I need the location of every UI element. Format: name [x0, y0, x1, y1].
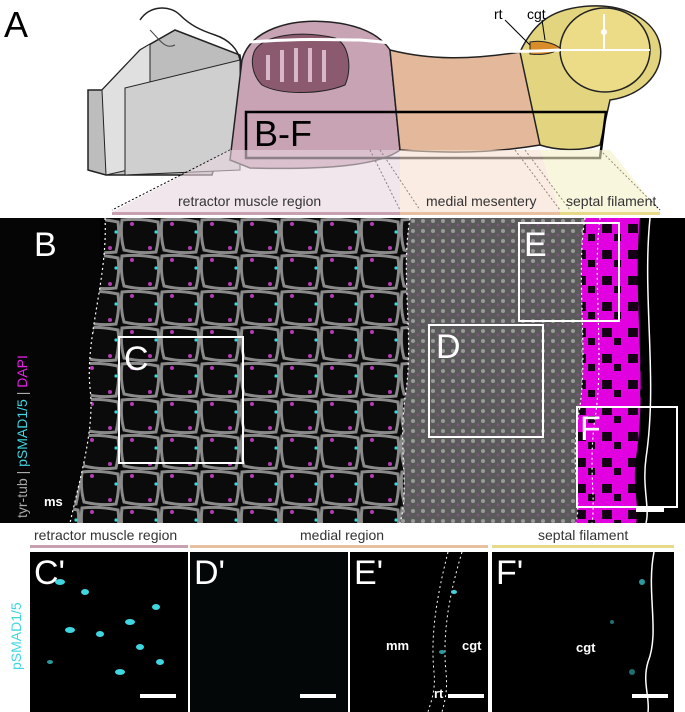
inset-letter-d: D [436, 328, 461, 366]
channel-separator-1: | [14, 466, 30, 479]
scale-bar-d-prime [300, 694, 336, 698]
label-cgt: cgt [527, 6, 546, 22]
scale-bar-c-prime [140, 694, 176, 698]
panel-c-prime: C' [30, 552, 188, 712]
panel-b-micrograph [0, 218, 652, 523]
lower-label-medial: medial region [300, 527, 385, 543]
scale-bar-e-prime [448, 694, 484, 698]
channel-tyr-tub: tyr-tub [14, 478, 30, 518]
panel-e-prime: E' mm rt cgt [350, 552, 488, 712]
label-cgt-f: cgt [576, 640, 596, 655]
panel-b-letter: B [34, 226, 57, 264]
region-bar-retractor [112, 212, 400, 215]
panel-e-prime-letter: E' [354, 554, 384, 592]
panel-c-prime-letter: C' [34, 554, 66, 592]
channel-label-lower: pSMAD1/5 [0, 552, 28, 712]
inset-box-c [118, 336, 244, 464]
inset-letter-f: F [580, 410, 601, 448]
inset-box-f [576, 406, 678, 508]
panel-d-prime-letter: D' [194, 554, 226, 592]
inset-letter-e: E [524, 226, 547, 264]
region-bar-medial [400, 212, 560, 215]
panel-a: A [0, 0, 685, 218]
label-mm: mm [386, 638, 410, 653]
panel-f-prime: F' cgt [492, 552, 674, 712]
region-label-medial: medial mesentery [426, 193, 537, 209]
inset-box-d [428, 324, 544, 438]
label-cgt-e: cgt [462, 638, 482, 653]
region-label-septal: septal filament [566, 193, 657, 209]
panel-e-prime-micrograph [427, 552, 463, 712]
panel-a-letter: A [4, 4, 29, 45]
scale-bar-f-prime [632, 694, 668, 698]
region-label-retractor: retractor muscle region [178, 193, 322, 209]
region-bar-septal [560, 212, 660, 215]
lower-bar-septal [492, 545, 674, 548]
channel-dapi: DAPI [14, 355, 30, 388]
lower-label-septal: septal filament [538, 527, 629, 543]
label-ms: ms [44, 494, 63, 509]
channel-psmad: pSMAD1/5 [14, 399, 30, 467]
label-rt: rt [494, 6, 503, 22]
inset-box-e [518, 222, 620, 322]
inset-letter-c: C [124, 340, 149, 378]
label-region-box: B-F [254, 113, 312, 154]
scale-bar-b [636, 508, 664, 512]
panel-b-image: B ms C D E F [0, 218, 685, 523]
lower-label-retractor: retractor muscle region [34, 527, 178, 543]
lower-bar-retractor [30, 545, 188, 548]
label-rt-e: rt [434, 686, 444, 701]
panel-d-prime: D' [190, 552, 348, 712]
panel-c-prime-micrograph [47, 579, 164, 675]
channel-label-b: tyr-tub | pSMAD1/5 | DAPI [0, 218, 30, 523]
channel-psmad-lower: pSMAD1/5 [8, 602, 24, 670]
lower-bar-medial [190, 545, 488, 548]
anemone-mesentery-schematic [87, 5, 662, 212]
panel-f-prime-letter: F' [496, 554, 524, 592]
channel-separator-2: | [14, 387, 30, 400]
